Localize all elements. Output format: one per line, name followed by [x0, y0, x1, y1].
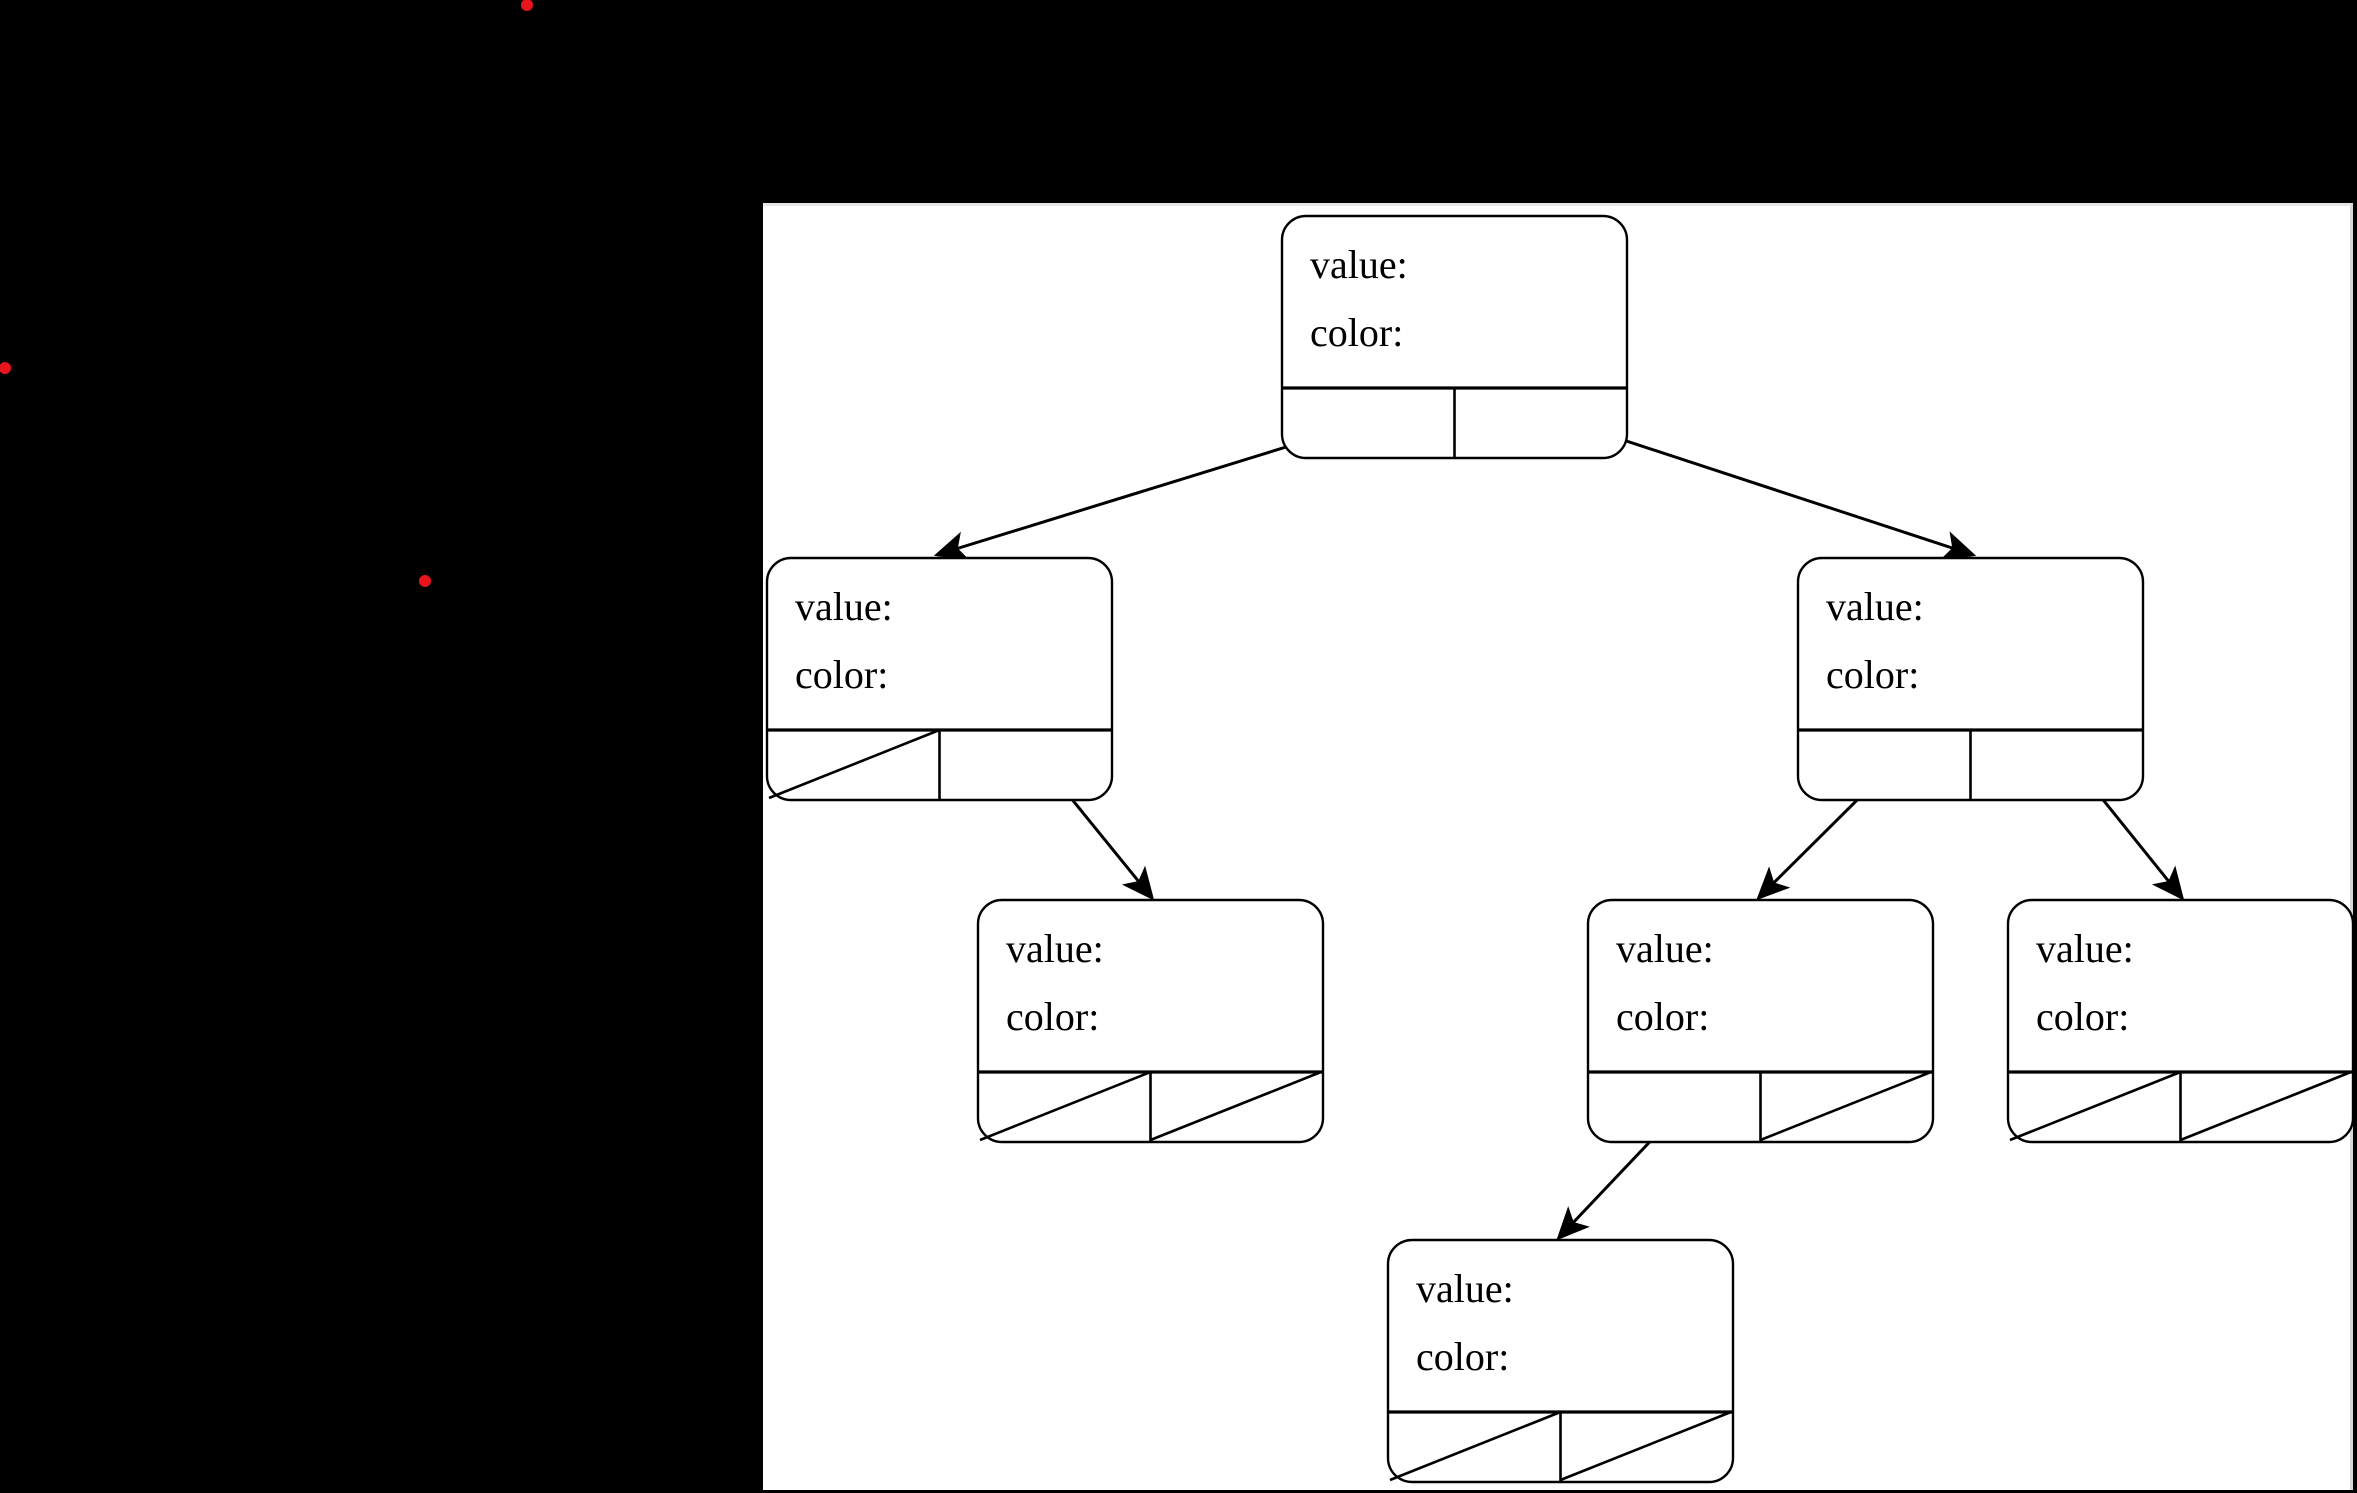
tree-node-right-left[interactable]: value: color:	[1586, 898, 1935, 1144]
null-pointer-slash-right	[2180, 1070, 2352, 1142]
tree-node-right[interactable]: value: color:	[1796, 556, 2145, 802]
null-pointer-slash-right	[1150, 1070, 1322, 1142]
node-color-label: color:	[1616, 994, 1709, 1039]
tree-node-right-left-left[interactable]: value: color:	[1386, 1238, 1735, 1484]
node-value-label: value:	[1616, 926, 1714, 971]
null-pointer-slash-left	[979, 1070, 1151, 1142]
tree-diagram: value:color:value:color:value:color:valu…	[765, 214, 2354, 1484]
node-value-label: value:	[2036, 926, 2134, 971]
tree-node-left-right[interactable]: value: color:	[976, 898, 1325, 1144]
tree-node-left[interactable]: value: color:	[765, 556, 1114, 802]
node-color-label: color:	[1310, 310, 1403, 355]
null-pointer-slash-left	[2009, 1070, 2181, 1142]
node-value-label: value:	[1826, 584, 1924, 629]
null-pointer-slash-left	[768, 728, 940, 800]
marker-dot-1	[521, 0, 533, 11]
marker-dot-3	[419, 575, 431, 587]
nodes-layer: value:color:value:color:value:color:valu…	[765, 214, 2354, 1484]
node-color-label: color:	[1416, 1334, 1509, 1379]
node-value-label: value:	[795, 584, 893, 629]
null-pointer-slash-left	[1389, 1410, 1561, 1482]
marker-dot-2	[0, 362, 11, 374]
null-pointer-slash-right	[1760, 1070, 1932, 1142]
tree-node-right-right[interactable]: value: color:	[2006, 898, 2354, 1144]
node-color-label: color:	[1006, 994, 1099, 1039]
node-color-label: color:	[795, 652, 888, 697]
node-color-label: color:	[1826, 652, 1919, 697]
node-value-label: value:	[1006, 926, 1104, 971]
node-color-label: color:	[2036, 994, 2129, 1039]
node-value-label: value:	[1416, 1266, 1514, 1311]
document-panel[interactable]: value:color:value:color:value:color:valu…	[763, 203, 2354, 1490]
tree-node-root[interactable]: value: color:	[1280, 214, 1629, 460]
node-value-label: value:	[1310, 242, 1408, 287]
null-pointer-slash-right	[1560, 1410, 1732, 1482]
